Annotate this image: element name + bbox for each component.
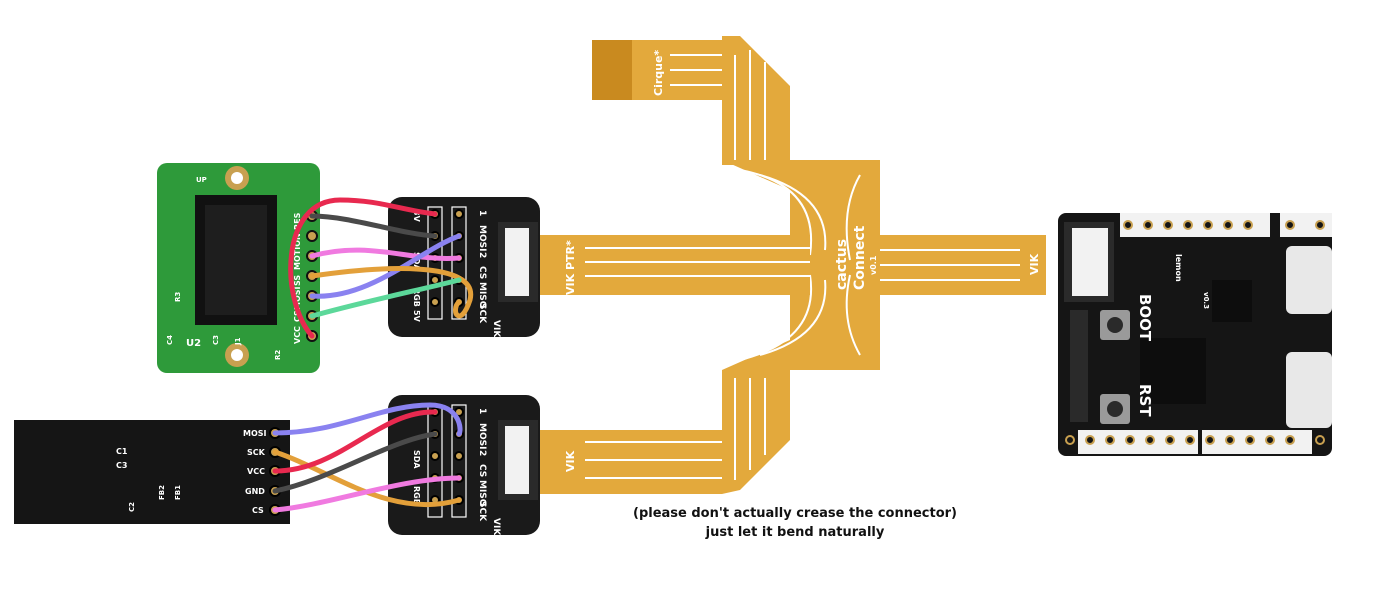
vik-bottom-label: VIK [564, 450, 577, 472]
tp-pin-gnd: GND [245, 487, 265, 496]
rst-label: RST [1136, 384, 1154, 417]
hdr-sck-top: SCK [477, 303, 487, 324]
hdr-3v-top: 3V [412, 210, 421, 223]
hdr-mosi-top: MOSI [477, 225, 487, 251]
vik-bottom-flex-branch [540, 370, 790, 494]
wire-orange-top [309, 266, 474, 319]
hdr-2-top: 2 [477, 252, 487, 258]
pin-label-motion: MOTION [293, 233, 302, 270]
hdr-sck-bottom: SCK [477, 501, 487, 522]
hdr-1-top: 1 [477, 210, 487, 216]
mcu-board: BOOT RST lemon v0.3 [1058, 213, 1332, 456]
part-c3: C3 [116, 461, 127, 470]
ref-r2: R2 [274, 350, 282, 360]
pin-label-vcc: VCC [293, 326, 302, 344]
vik-in-bottom: VIK IN [491, 518, 501, 549]
wire-purple-bottom [272, 402, 463, 437]
wire-purple-top [309, 233, 462, 299]
hdr-cs-bottom: CS [477, 464, 487, 477]
hdr-2-bottom: 2 [477, 450, 487, 456]
hdr-miso-bottom: MISO [477, 480, 487, 507]
wires-bottom [272, 402, 463, 513]
part-c2: C2 [128, 502, 136, 512]
usb-c-port-top [1286, 246, 1332, 314]
wire-green-top [309, 277, 462, 319]
wire-red-top [288, 197, 438, 339]
wire-red-bottom [272, 409, 438, 474]
hdr-miso-top: MISO [477, 282, 487, 309]
part-fb2: FB2 [158, 485, 166, 500]
vik-right-label: VIK [1028, 253, 1041, 275]
caption-line-2: just let it bend naturally [705, 525, 885, 540]
trackpad-board: C1 C3 C2 FB2 FB1 MOSI SCK VCC GND CS [14, 420, 290, 524]
ref-r3: R3 [174, 292, 182, 302]
flex-cable: Cirque* cactus Connect v0.1 VIK PTR* VIK [540, 36, 1046, 494]
hub-version: v0.1 [869, 255, 878, 275]
tp-pin-sck: SCK [247, 448, 266, 457]
up-label: UP [196, 176, 207, 184]
hdr-rgb-bottom: RGB [412, 486, 421, 505]
vik-in-top: VIK IN [491, 320, 501, 351]
hdr-sda-top: SDA [412, 252, 421, 271]
vik-ptr-adapter: VIK IN 1 MOSI 2 CS MISO SCK 3V SDA RGB 5… [388, 197, 540, 351]
usb-c-port-bottom [1286, 352, 1332, 428]
cirque-label: Cirque* [652, 50, 665, 96]
hub-name: cactus [834, 239, 850, 290]
part-fb1: FB1 [174, 485, 182, 500]
hdr-sda-bottom: SDA [412, 450, 421, 469]
wire-pink-top [309, 247, 462, 261]
trackpad-pin-labels: MOSI SCK VCC GND CS [243, 429, 267, 515]
vik-bottom-adapter: VIK IN 1 MOSI 2 CS MISO SCK SDA RGB [388, 395, 540, 549]
wire-gray-bottom [272, 431, 438, 494]
hdr-rgb-top: RGB [412, 288, 421, 307]
pin-label-ss: SS [293, 275, 302, 286]
part-c1: C1 [116, 447, 128, 456]
cirque-connector-tail [592, 40, 634, 100]
hub-name-2: Connect [852, 225, 868, 290]
wires-top [288, 197, 474, 339]
ref-j1: J1 [234, 337, 242, 346]
wire-pink-bottom [272, 475, 462, 513]
ref-c3: C3 [212, 335, 220, 345]
caption-line-1: (please don't actually crease the connec… [633, 506, 957, 521]
hdr-5v-top: 5V [412, 310, 421, 323]
vik-ptr-flex-branch [540, 235, 810, 295]
tp-pin-cs: CS [252, 506, 264, 515]
tp-pin-mosi: MOSI [243, 429, 267, 438]
tp-pin-vcc: VCC [247, 467, 265, 476]
mcu-version: v0.3 [1202, 292, 1210, 309]
sensor-board: UP U2 R3 C3 C4 J1 R2 RES MOTION SS MOSI … [157, 163, 320, 373]
hdr-cs-top: CS [477, 266, 487, 279]
mcu-brand: lemon [1174, 254, 1183, 282]
mcu-header-pins [1065, 220, 1325, 445]
ref-c4: C4 [166, 335, 174, 345]
hdr-mosi-bottom: MOSI [477, 423, 487, 449]
hdr-1-bottom: 1 [477, 408, 487, 414]
vik-ptr-label: VIK PTR* [564, 240, 577, 295]
cactus-connect-hub [722, 160, 1020, 370]
boot-label: BOOT [1136, 294, 1154, 342]
u2-label: U2 [186, 338, 201, 349]
pin-label-res: RES [293, 212, 302, 230]
mcu-chip [1140, 338, 1206, 404]
wire-orange-bottom [272, 449, 462, 508]
wire-gray-top [309, 213, 438, 239]
pin-label-mosi: MOSI [293, 286, 302, 310]
